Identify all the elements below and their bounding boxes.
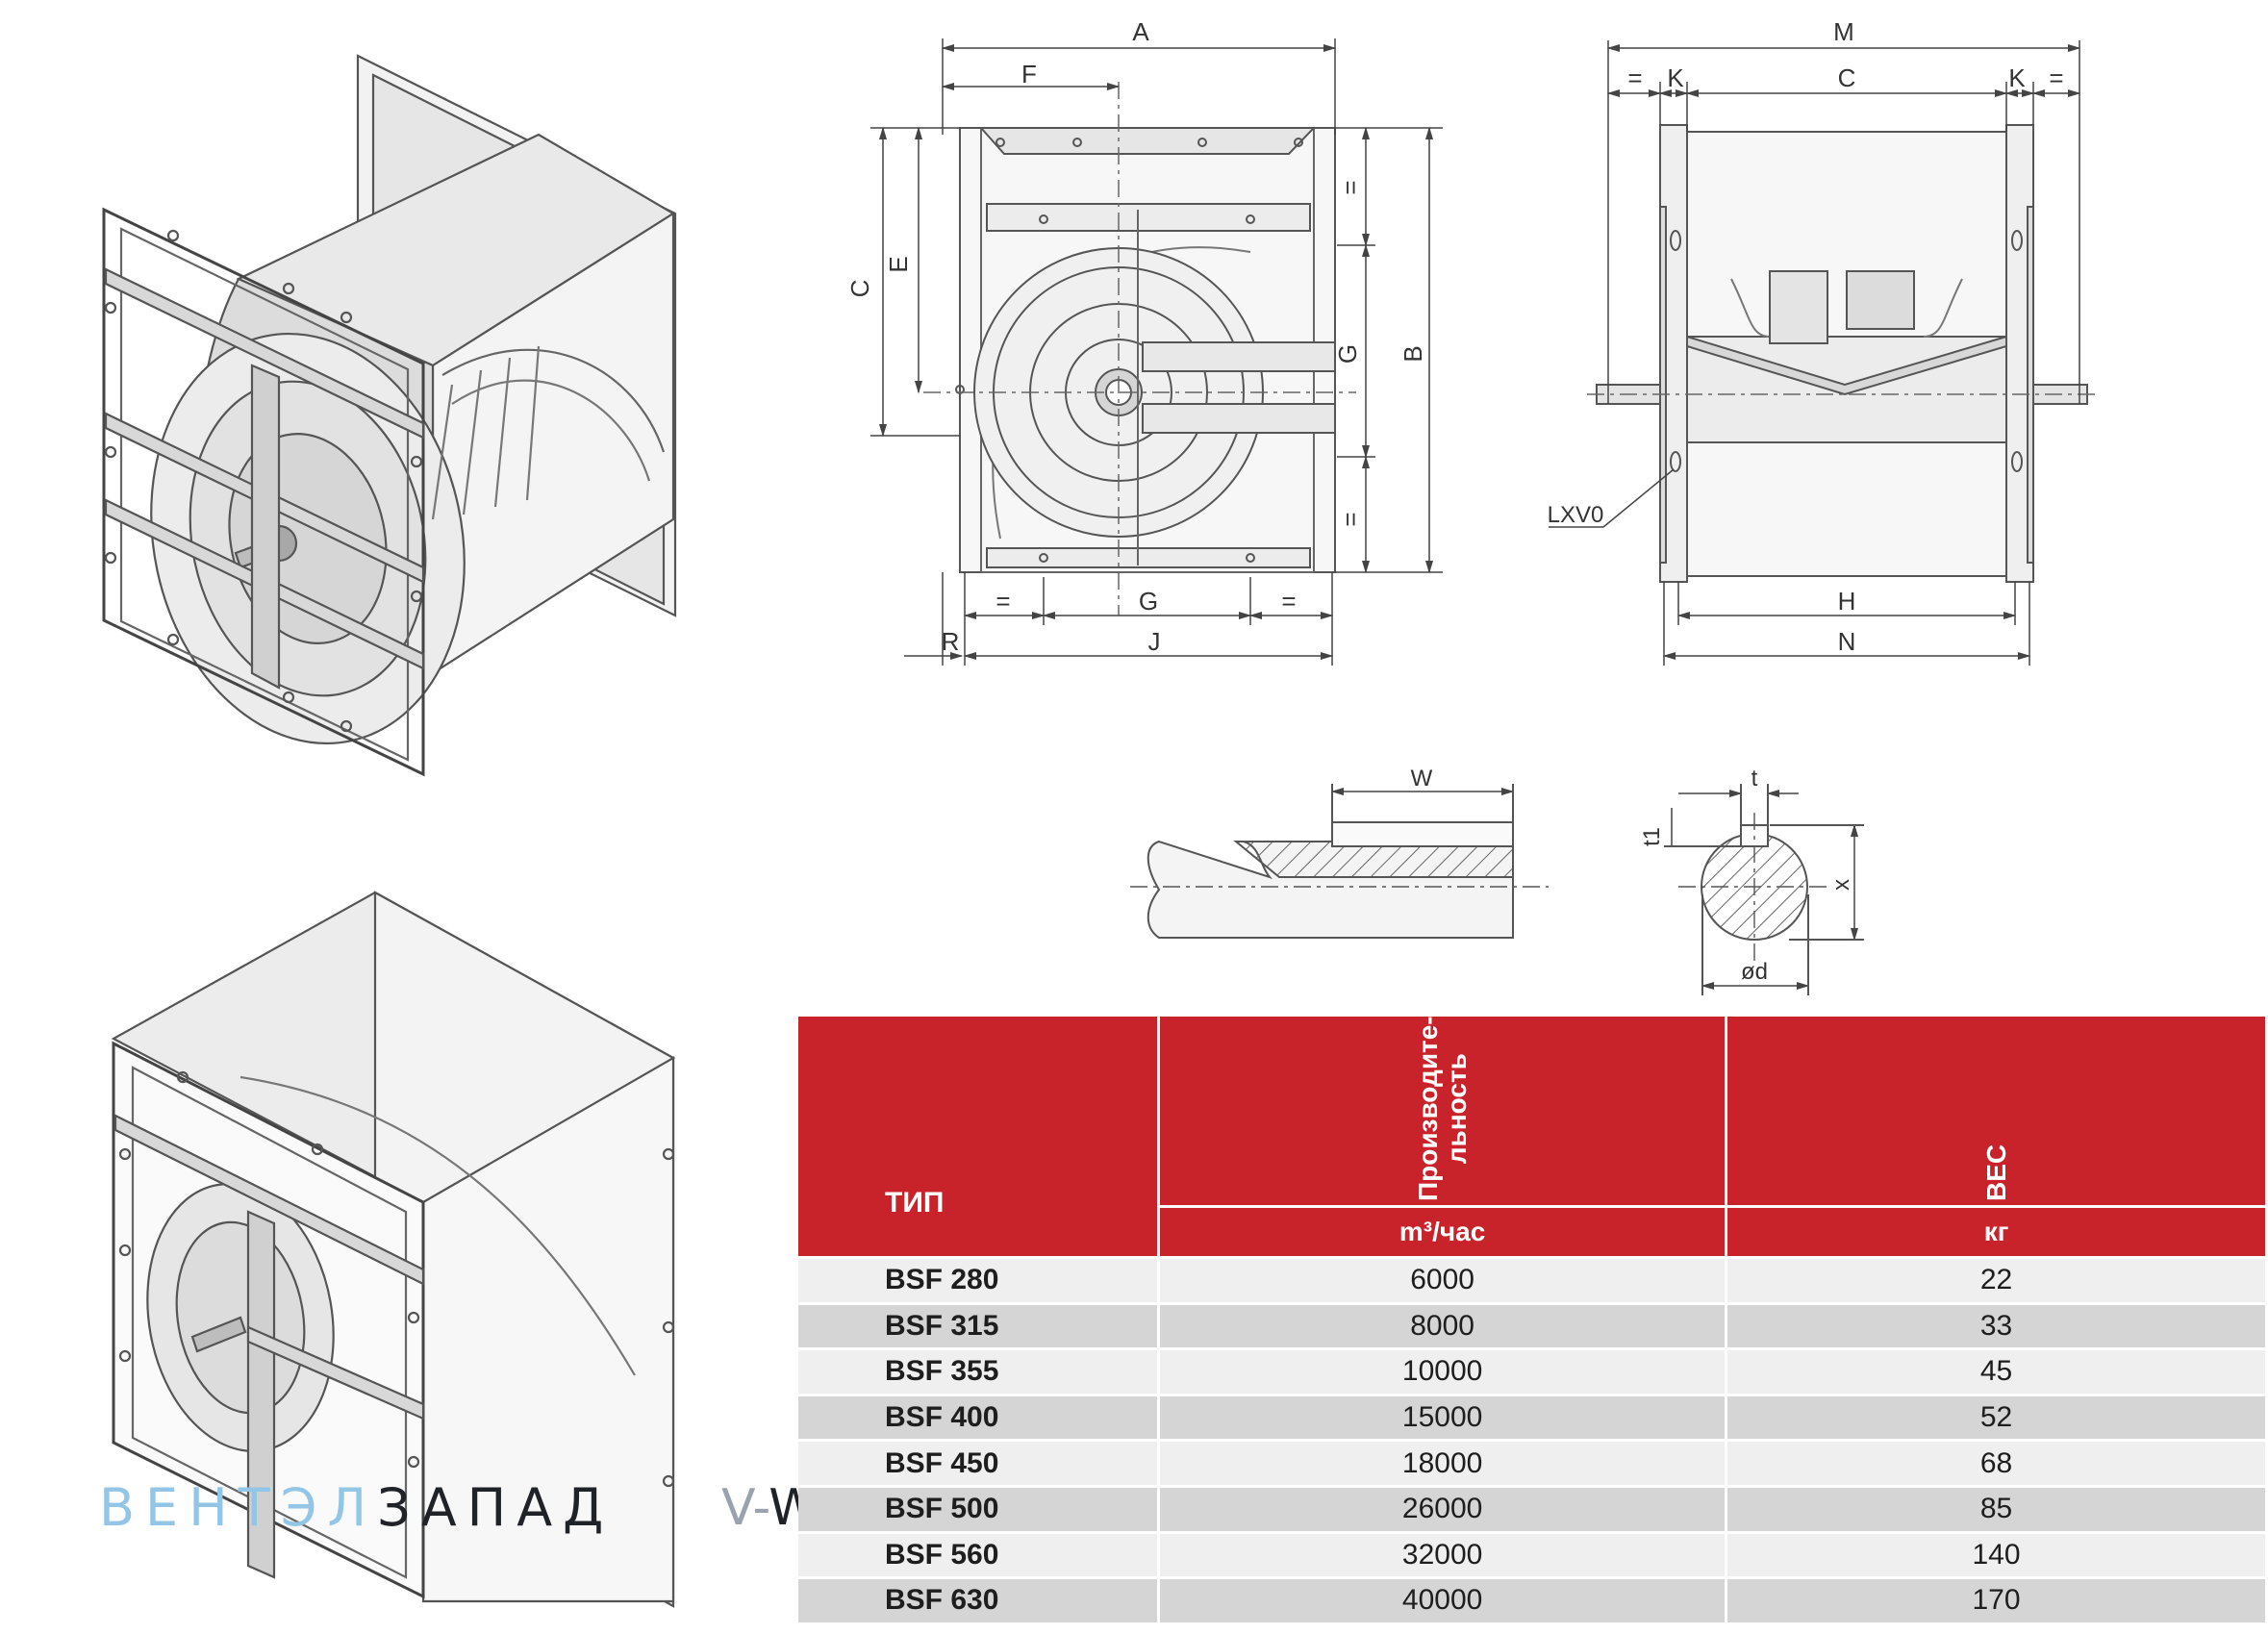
dim-label-c-side: C (1838, 63, 1856, 92)
header-performance-line1: Производите- (1412, 1016, 1443, 1201)
cell-performance: 32000 (1158, 1530, 1728, 1578)
cell-performance: 10000 (1158, 1347, 1728, 1395)
cell-performance: 40000 (1158, 1576, 1728, 1622)
url-watermark-light: V- (721, 1479, 769, 1537)
header-performance-line2: льность (1441, 1053, 1472, 1165)
header-weight-label: ВЕС (1980, 1144, 2011, 1201)
cell-type: BSF 450 (798, 1439, 1161, 1487)
dim-label-f: F (1021, 60, 1037, 88)
front-view-centerlines (923, 82, 1356, 616)
dim-label-d: ød (1741, 959, 1768, 985)
shaft-cross-section (1664, 784, 1864, 995)
dim-label-e: E (884, 256, 913, 272)
side-view-dim-labels: M = K C K = LXV0 H N (1548, 17, 2064, 656)
dim-label-r: R (942, 627, 960, 656)
dim-label-eq-left: = (995, 587, 1010, 616)
cell-performance: 8000 (1158, 1301, 1728, 1349)
side-view-drawing (1596, 124, 2088, 583)
header-performance-unit: m³/час (1158, 1205, 1728, 1258)
cell-type: BSF 280 (798, 1256, 1161, 1304)
dim-label-t: t (1751, 766, 1758, 792)
isometric-fan-view-top (102, 54, 677, 777)
dim-label-m: M (1833, 17, 1854, 46)
cell-weight: 22 (1726, 1256, 2268, 1304)
cell-type: BSF 400 (798, 1393, 1161, 1441)
spec-table: ТИП Производите-льность ВЕС m³/час кг BS… (798, 1016, 2268, 1622)
cell-performance: 6000 (1158, 1256, 1728, 1304)
header-weight: ВЕС (1726, 1017, 2268, 1207)
dim-label-x: x (1828, 879, 1854, 891)
dim-label-lxv0: LXV0 (1548, 502, 1604, 528)
cell-weight: 68 (1726, 1439, 2268, 1487)
brand-watermark: ВЕНТЭЛЗАПАД (99, 1477, 614, 1538)
dim-label-b: B (1399, 345, 1427, 362)
brand-watermark-light: ВЕНТЭЛ (99, 1477, 378, 1538)
cell-weight: 85 (1726, 1484, 2268, 1533)
cell-type: BSF 560 (798, 1530, 1161, 1578)
cell-performance: 18000 (1158, 1439, 1728, 1487)
shaft-key-detail (1130, 784, 1549, 939)
dim-label-g-right: G (1333, 344, 1362, 364)
front-view-dimensions (870, 38, 1443, 666)
side-view-dimensions (1549, 40, 2081, 666)
cell-weight: 45 (1726, 1347, 2268, 1395)
header-type: ТИП (798, 1017, 1161, 1258)
cell-weight: 33 (1726, 1301, 2268, 1349)
cell-type: BSF 630 (798, 1576, 1161, 1622)
cell-type: BSF 500 (798, 1484, 1161, 1533)
front-view-drawing (955, 127, 1336, 573)
cell-weight: 140 (1726, 1530, 2268, 1578)
cell-performance: 26000 (1158, 1484, 1728, 1533)
dim-label-h: H (1838, 587, 1856, 616)
shaft-dim-labels: W t t1 x ød (1411, 766, 1854, 985)
cell-type: BSF 315 (798, 1301, 1161, 1349)
dim-label-eq-right: = (1281, 587, 1296, 616)
front-view-dim-labels: A F C E = G = B = G = R J (845, 17, 1427, 656)
dim-label-eq-bottom: = (1336, 512, 1365, 526)
dim-label-eq-side-right: = (2049, 63, 2063, 92)
dim-label-k-right: K (2008, 63, 2026, 92)
dim-label-n: N (1838, 627, 1856, 656)
header-weight-unit: кг (1726, 1205, 2268, 1258)
header-performance: Производите-льность (1158, 1016, 1728, 1207)
cell-performance: 15000 (1158, 1393, 1728, 1441)
brand-watermark-dark: ЗАПАД (377, 1477, 615, 1538)
cell-type: BSF 355 (798, 1347, 1161, 1395)
dim-label-c: C (845, 280, 874, 298)
dim-label-eq-top: = (1336, 180, 1365, 194)
dim-label-j: J (1148, 627, 1161, 656)
dim-label-a: A (1132, 17, 1149, 46)
dim-label-w: W (1411, 766, 1433, 792)
isometric-fan-view-bottom (111, 891, 676, 1608)
cell-weight: 170 (1726, 1576, 2268, 1622)
dim-label-t1: t1 (1639, 827, 1665, 846)
cell-weight: 52 (1726, 1393, 2268, 1441)
dim-label-k-left: K (1667, 63, 1684, 92)
dim-label-g-bottom: G (1139, 587, 1158, 616)
dim-label-eq-side-left: = (1627, 63, 1642, 92)
